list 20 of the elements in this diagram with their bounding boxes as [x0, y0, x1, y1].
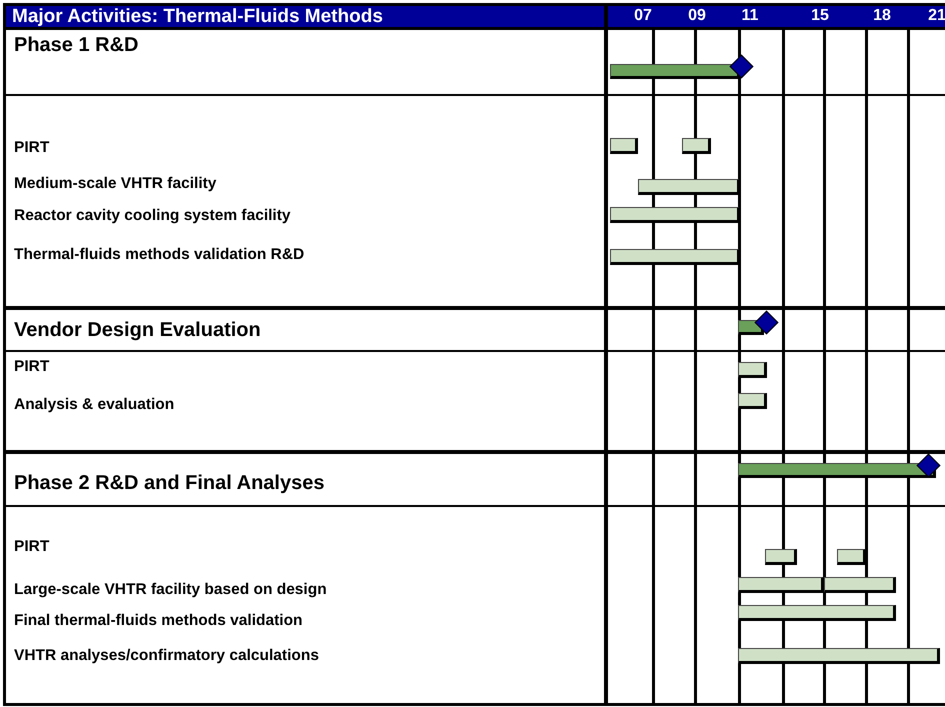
year-label: 11 [740, 8, 760, 24]
task-label: Medium-scale VHTR facility [14, 176, 216, 192]
task-label: PIRT [14, 539, 50, 554]
year-label: 18 [872, 8, 892, 24]
task-label: Reactor cavity cooling system facility [14, 208, 291, 224]
year-label: 09 [687, 8, 707, 24]
phase-heading: Vendor Design Evaluation [14, 320, 261, 340]
task-label: Analysis & evaluation [14, 397, 174, 412]
phase-heading: Phase 2 R&D and Final Analyses [14, 473, 324, 493]
task-label: VHTR analyses/confirmatory calculations [14, 648, 319, 664]
year-label: 07 [633, 8, 653, 24]
phase-heading: Phase 1 R&D [14, 35, 138, 55]
task-label: Thermal-fluids methods validation R&D [14, 247, 304, 262]
task-label: Large-scale VHTR facility based on design [14, 582, 327, 598]
year-label: 15 [810, 8, 830, 24]
task-label: PIRT [14, 359, 50, 374]
table-title: Major Activities: Thermal-Fluids Methods [12, 7, 383, 26]
task-label: Final thermal-fluids methods validation [14, 613, 303, 628]
task-label: PIRT [14, 140, 50, 156]
year-label: 21 [927, 8, 945, 24]
